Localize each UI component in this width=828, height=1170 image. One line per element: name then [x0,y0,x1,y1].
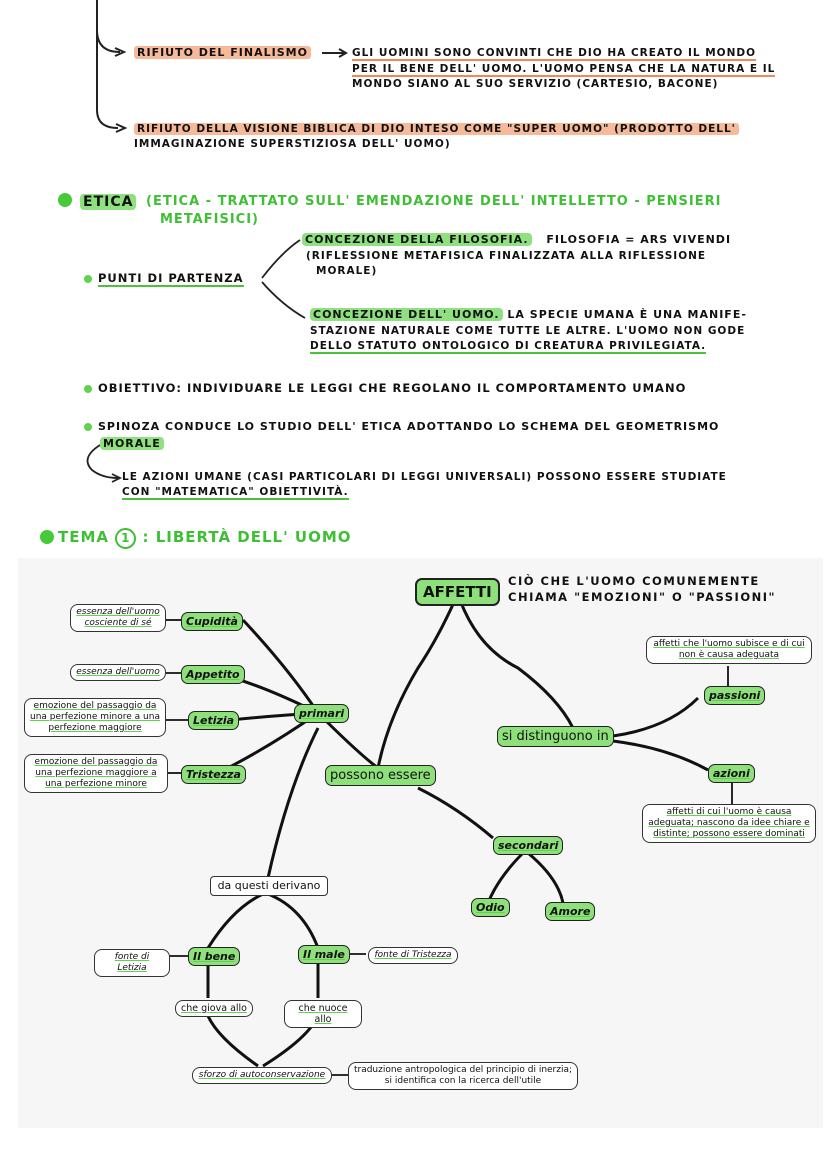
rifiuto-finalismo-text-1: GLI UOMINI SONO CONVINTI CHE DIO HA CREA… [352,47,757,61]
node-secondari[interactable]: secondari [493,836,564,855]
node-il-bene[interactable]: Il bene [188,947,241,966]
tema-dot [40,530,54,544]
punti-di-partenza: PUNTI DI PARTENZA [84,271,244,287]
node-tristezza[interactable]: Tristezza [181,765,246,784]
affetti-note-1: CIÒ CHE L'UOMO COMUNEMENTE [508,574,760,588]
uomo-text-2: STAZIONE NATURALE COME TUTTE LE ALTRE. L… [310,325,746,337]
node-passioni[interactable]: passioni [704,686,766,705]
rifiuto-biblica-line-1: RIFIUTO DELLA VISIONE BIBLICA DI DIO INT… [134,122,739,136]
rifiuto-biblica-line-2: IMMAGINAZIONE SUPERSTIZIOSA DELL' UOMO) [134,138,451,150]
che-giova-allo: che giova allo [175,1000,253,1017]
tristezza-description: emozione del passaggio da una perfezione… [24,754,168,793]
rifiuto-finalismo-label: RIFIUTO DEL FINALISMO [134,46,311,60]
node-possono-essere[interactable]: possono essere [325,765,436,786]
node-amore[interactable]: Amore [545,902,596,921]
node-odio[interactable]: Odio [471,898,510,917]
bracket-lines [86,0,349,483]
che-nuoce-allo: che nuoce allo [284,1000,362,1028]
cupidita-description: essenza dell'uomo cosciente di sé [70,604,166,632]
etica-label: ETICA [80,193,137,211]
obiettivo: OBIETTIVO: INDIVIDUARE LE LEGGI CHE REGO… [84,381,686,395]
node-cupidita[interactable]: Cupidità [181,612,243,631]
spinoza-line-2: MORALE [100,437,164,451]
filosofia-text-2: (RIFLESSIONE METAFISICA FINALIZZATA ALLA… [306,250,707,262]
node-primari[interactable]: primari [294,704,350,723]
mind-map-connectors [163,599,733,1076]
node-appetito[interactable]: Appetito [181,665,245,684]
concezione-filosofia: CONCEZIONE DELLA FILOSOFIA. FILOSOFIA = … [302,233,731,247]
azioni-description: affetti di cui l'uomo è causa adeguata; … [642,804,816,843]
tema-heading: TEMA 1 : LIBERTÀ DELL' UOMO [58,528,352,549]
appetito-description: essenza dell'uomo [70,664,166,681]
node-si-distinguono-in[interactable]: si distinguono in [497,726,614,747]
tema-number-badge: 1 [115,528,137,549]
node-affetti[interactable]: AFFETTI [415,578,500,606]
uomo-text-3: DELLO STATUTO ONTOLOGICO DI CREATURA PRI… [310,340,707,354]
azioni-line-2: CON "MATEMATICA" OBIETTIVITÀ. [122,486,349,500]
affetti-note-2: CHIAMA "EMOZIONI" O "PASSIONI" [508,590,776,604]
fonte-di-tristezza: fonte di Tristezza [368,947,458,964]
node-letizia[interactable]: Letizia [188,711,240,730]
node-azioni[interactable]: azioni [708,764,755,783]
passioni-description: affetti che l'uomo subisce e di cui non … [646,636,812,664]
fonte-di-letizia: fonte di Letizia [94,949,170,977]
node-il-male[interactable]: Il male [298,945,350,964]
etica-subtitle-2: METAFISICI) [160,212,259,227]
spinoza-line-1: SPINOZA CONDUCE LO STUDIO DELL' ETICA AD… [84,420,719,434]
mind-map: AFFETTI CIÒ CHE L'UOMO COMUNEMENTE CHIAM… [18,558,823,1128]
sforzo-di-autoconservazione: sforzo di autoconservazione [192,1067,332,1084]
da-questi-derivano: da questi derivano [210,876,328,896]
concezione-uomo: CONCEZIONE DELL' UOMO. LA SPECIE UMANA È… [310,308,747,322]
bullet-dot [58,193,72,207]
rifiuto-finalismo-text-2: PER IL BENE DELL' UOMO. L'UOMO PENSA CHE… [352,63,776,77]
traduzione-antropologica: traduzione antropologica del principio d… [348,1062,578,1090]
letizia-description: emozione del passaggio da una perfezione… [24,698,166,737]
filosofia-text-3: MORALE) [316,265,378,277]
azioni-line-1: LE AZIONI UMANE (CASI PARTICOLARI DI LEG… [122,471,727,483]
rifiuto-finalismo-text-3: MONDO SIANO AL SUO SERVIZIO (CARTESIO, B… [352,78,719,90]
etica-subtitle-1: (ETICA - TRATTATO SULL' EMENDAZIONE DELL… [146,194,722,209]
